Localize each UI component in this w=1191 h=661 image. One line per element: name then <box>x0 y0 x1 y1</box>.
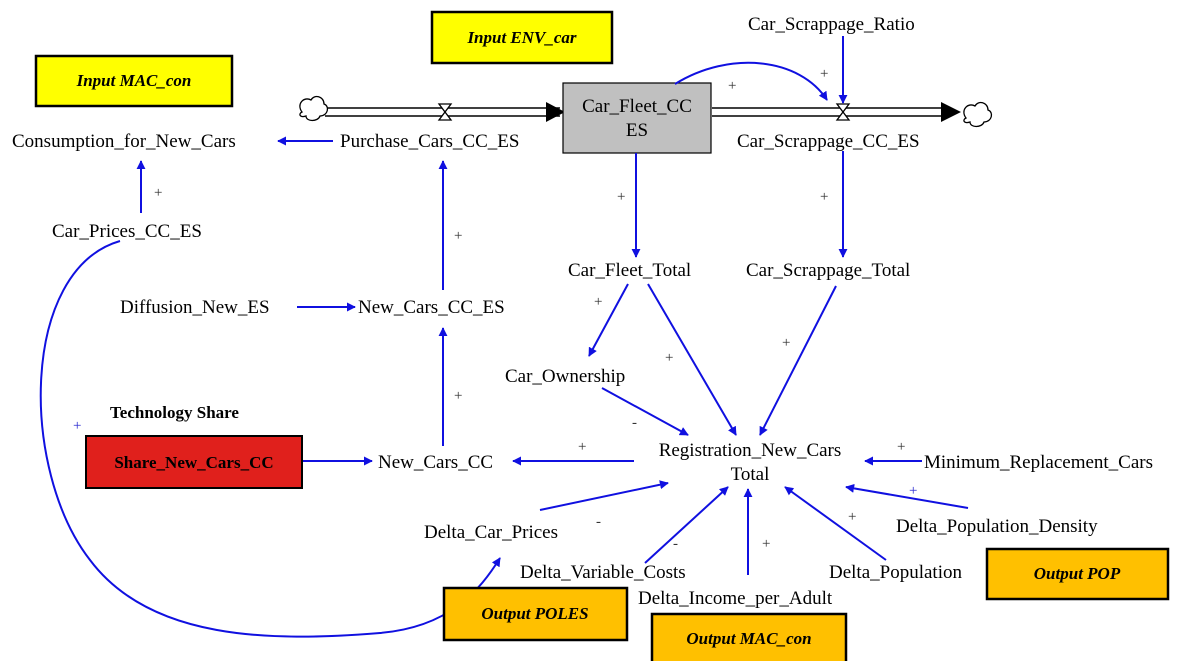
var-delta-car-prices[interactable]: Delta_Car_Prices <box>424 522 558 543</box>
var-delta-population-density[interactable]: Delta_Population_Density <box>896 516 1098 537</box>
output-pop-box[interactable]: Output POP <box>985 547 1170 601</box>
polarity-sign: + <box>578 439 586 455</box>
link-carprices-to-registration <box>539 480 669 511</box>
car-fleet-cc-es-stock[interactable] <box>562 82 712 154</box>
var-purchase-cars-cc-es[interactable]: Purchase_Cars_CC_ES <box>340 131 519 152</box>
share-new-cars-cc-label: Share_New_Cars_CC <box>114 453 273 472</box>
polarity-sign: + <box>665 350 673 366</box>
scrappage-valve-icon <box>835 103 851 121</box>
polarity-sign: + <box>594 294 602 310</box>
polarity-sign: + <box>848 509 856 525</box>
var-delta-income-per-adult[interactable]: Delta_Income_per_Adult <box>638 588 833 609</box>
polarity-sign: + <box>897 439 905 455</box>
link-varcosts-to-registration <box>644 486 729 564</box>
output-pop-label: Output POP <box>1034 564 1121 583</box>
var-car-scrappage-ratio[interactable]: Car_Scrappage_Ratio <box>748 14 915 35</box>
input-env-car-label: Input ENV_car <box>466 28 576 47</box>
link-population-to-registration <box>784 486 887 561</box>
link-ownership-to-registration <box>601 387 689 436</box>
polarity-sign: + <box>73 418 81 434</box>
purchase-valve-icon <box>437 103 453 121</box>
polarity-sign: + <box>617 189 625 205</box>
variable-labels: Consumption_for_New_Cars Purchase_Cars_C… <box>12 14 1153 609</box>
polarity-sign: - <box>632 415 637 431</box>
scrappage-flow-pipe <box>712 102 961 122</box>
polarity-sign: + <box>820 66 828 82</box>
polarity-sign: + <box>154 185 162 201</box>
var-car-fleet-total[interactable]: Car_Fleet_Total <box>568 260 691 281</box>
causal-links <box>39 36 969 638</box>
stock-label-line1: Car_Fleet_CC <box>582 96 692 117</box>
var-diffusion-new-es[interactable]: Diffusion_New_ES <box>120 297 270 318</box>
polarity-sign: - <box>596 514 601 530</box>
polarity-sign: + <box>728 78 736 94</box>
output-mac-con-label: Output MAC_con <box>686 629 811 648</box>
link-prices-to-deltaprices <box>39 240 501 638</box>
polarity-sign: + <box>820 189 828 205</box>
stock-label-line2: ES <box>626 120 648 141</box>
var-minimum-replacement-cars[interactable]: Minimum_Replacement_Cars <box>924 452 1153 473</box>
output-mac-con-box[interactable]: Output MAC_con <box>650 612 848 661</box>
technology-share-label: Technology Share <box>110 403 239 422</box>
source-cloud-icon <box>299 95 329 122</box>
output-poles-box[interactable]: Output POLES <box>442 586 629 642</box>
var-registration-new-cars-line1[interactable]: Registration_New_Cars <box>659 440 842 461</box>
var-car-ownership[interactable]: Car_Ownership <box>505 366 625 387</box>
var-car-prices-cc-es[interactable]: Car_Prices_CC_ES <box>52 221 202 242</box>
output-poles-label: Output POLES <box>481 604 588 623</box>
var-car-scrappage-total[interactable]: Car_Scrappage_Total <box>746 260 910 281</box>
sink-cloud-icon <box>963 101 993 128</box>
polarity-signs: + + + + + + + + + + + - + + + + - - + <box>73 66 917 552</box>
var-car-scrappage-cc-es[interactable]: Car_Scrappage_CC_ES <box>737 131 920 152</box>
link-fleettotal-to-registration <box>647 283 737 436</box>
polarity-sign: + <box>909 483 917 499</box>
input-mac-con-label: Input MAC_con <box>76 71 192 90</box>
polarity-sign: + <box>782 335 790 351</box>
polarity-sign: + <box>762 536 770 552</box>
var-consumption-for-new-cars[interactable]: Consumption_for_New_Cars <box>12 131 236 152</box>
input-mac-con-box[interactable]: Input MAC_con <box>34 54 234 108</box>
var-new-cars-cc-es[interactable]: New_Cars_CC_ES <box>358 297 505 318</box>
link-scrappagetotal-to-registration <box>759 285 837 436</box>
polarity-sign: + <box>454 388 462 404</box>
polarity-sign: + <box>454 228 462 244</box>
link-fleet-to-scrappage <box>674 61 828 101</box>
link-fleettotal-to-ownership <box>588 283 629 357</box>
var-new-cars-cc[interactable]: New_Cars_CC <box>378 452 493 473</box>
input-env-car-box[interactable]: Input ENV_car <box>430 10 614 65</box>
polarity-sign: - <box>673 536 678 552</box>
share-new-cars-cc-box[interactable] <box>85 435 303 489</box>
var-delta-population[interactable]: Delta_Population <box>829 562 962 583</box>
link-popdensity-to-registration <box>845 483 969 509</box>
var-delta-variable-costs[interactable]: Delta_Variable_Costs <box>520 562 686 583</box>
var-registration-new-cars-line2[interactable]: Total <box>731 464 770 485</box>
